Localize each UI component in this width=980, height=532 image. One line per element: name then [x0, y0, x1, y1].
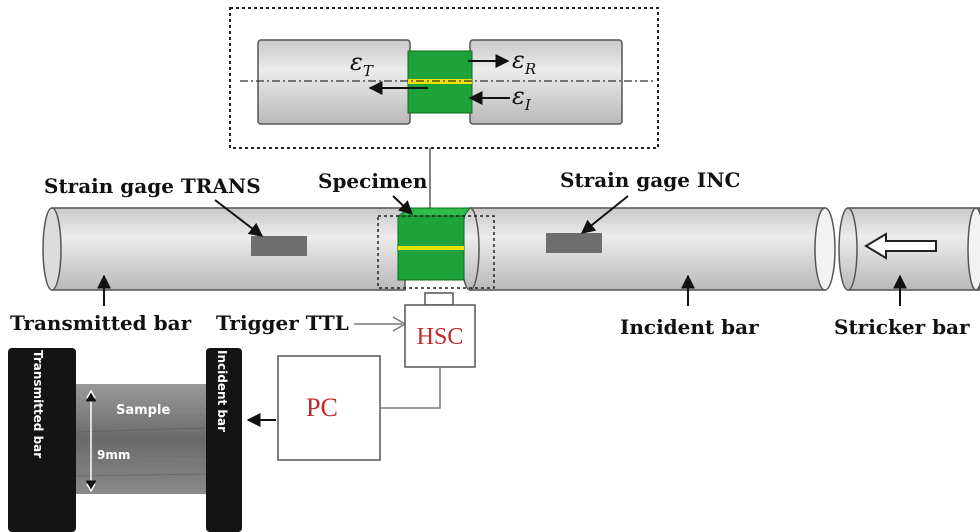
incident-bar-label: Incident bar: [620, 315, 759, 339]
photo-sample-label: Sample: [116, 403, 170, 418]
hsc-lens: [424, 292, 454, 306]
zoom-inset-frame: [229, 7, 659, 149]
photo-left-bar-label: Transmitted bar: [31, 350, 45, 458]
specimen-label: Specimen: [318, 169, 428, 193]
specimen-stripe: [398, 246, 464, 250]
transmitted-bar: [44, 207, 406, 291]
inset-left-bar: [257, 39, 411, 125]
photo-dimension-label: 9mm: [97, 448, 130, 462]
pc-label: PC: [306, 393, 338, 422]
incident-strain-label: εI: [512, 82, 532, 114]
photo-left-bar: [8, 348, 76, 532]
photo-sample: [76, 384, 206, 494]
hsc-label: HSC: [417, 324, 464, 350]
strain-gage-trans-patch: [251, 236, 307, 256]
impact-direction-arrow-icon: [864, 232, 937, 260]
stricker-bar-front: [838, 207, 858, 291]
photo-right-bar-label: Incident bar: [215, 350, 229, 432]
trigger-ttl-label: Trigger TTL: [216, 311, 349, 335]
transmitted-strain-label: εT: [350, 48, 374, 80]
reflected-strain-label: εR: [512, 46, 536, 78]
sample-photo: Sample 9mm Transmitted bar Incident bar: [8, 348, 242, 532]
transmitted-bar-end: [42, 207, 62, 291]
strain-gage-inc-patch: [546, 233, 602, 253]
pc-box: [277, 355, 381, 461]
specimen-pointer: [392, 195, 414, 215]
strain-gage-trans-label: Strain gage TRANS: [44, 174, 261, 198]
photo-right-bar: [206, 348, 242, 532]
strain-gage-inc-label: Strain gage INC: [560, 168, 740, 192]
stricker-bar-end: [967, 207, 980, 291]
inc-gage-pointer: [580, 195, 629, 234]
incident-bar-end: [814, 207, 836, 291]
trans-gage-pointer: [214, 199, 264, 237]
specimen-zoom-box: [377, 215, 495, 289]
pc-hsc-cable: [380, 367, 441, 409]
stricker-bar-label: Stricker bar: [834, 315, 970, 339]
transmitted-bar-label: Transmitted bar: [10, 311, 192, 335]
incident-bar: [469, 207, 826, 291]
hsc-box: [404, 304, 476, 368]
inset-right-bar: [469, 39, 623, 125]
